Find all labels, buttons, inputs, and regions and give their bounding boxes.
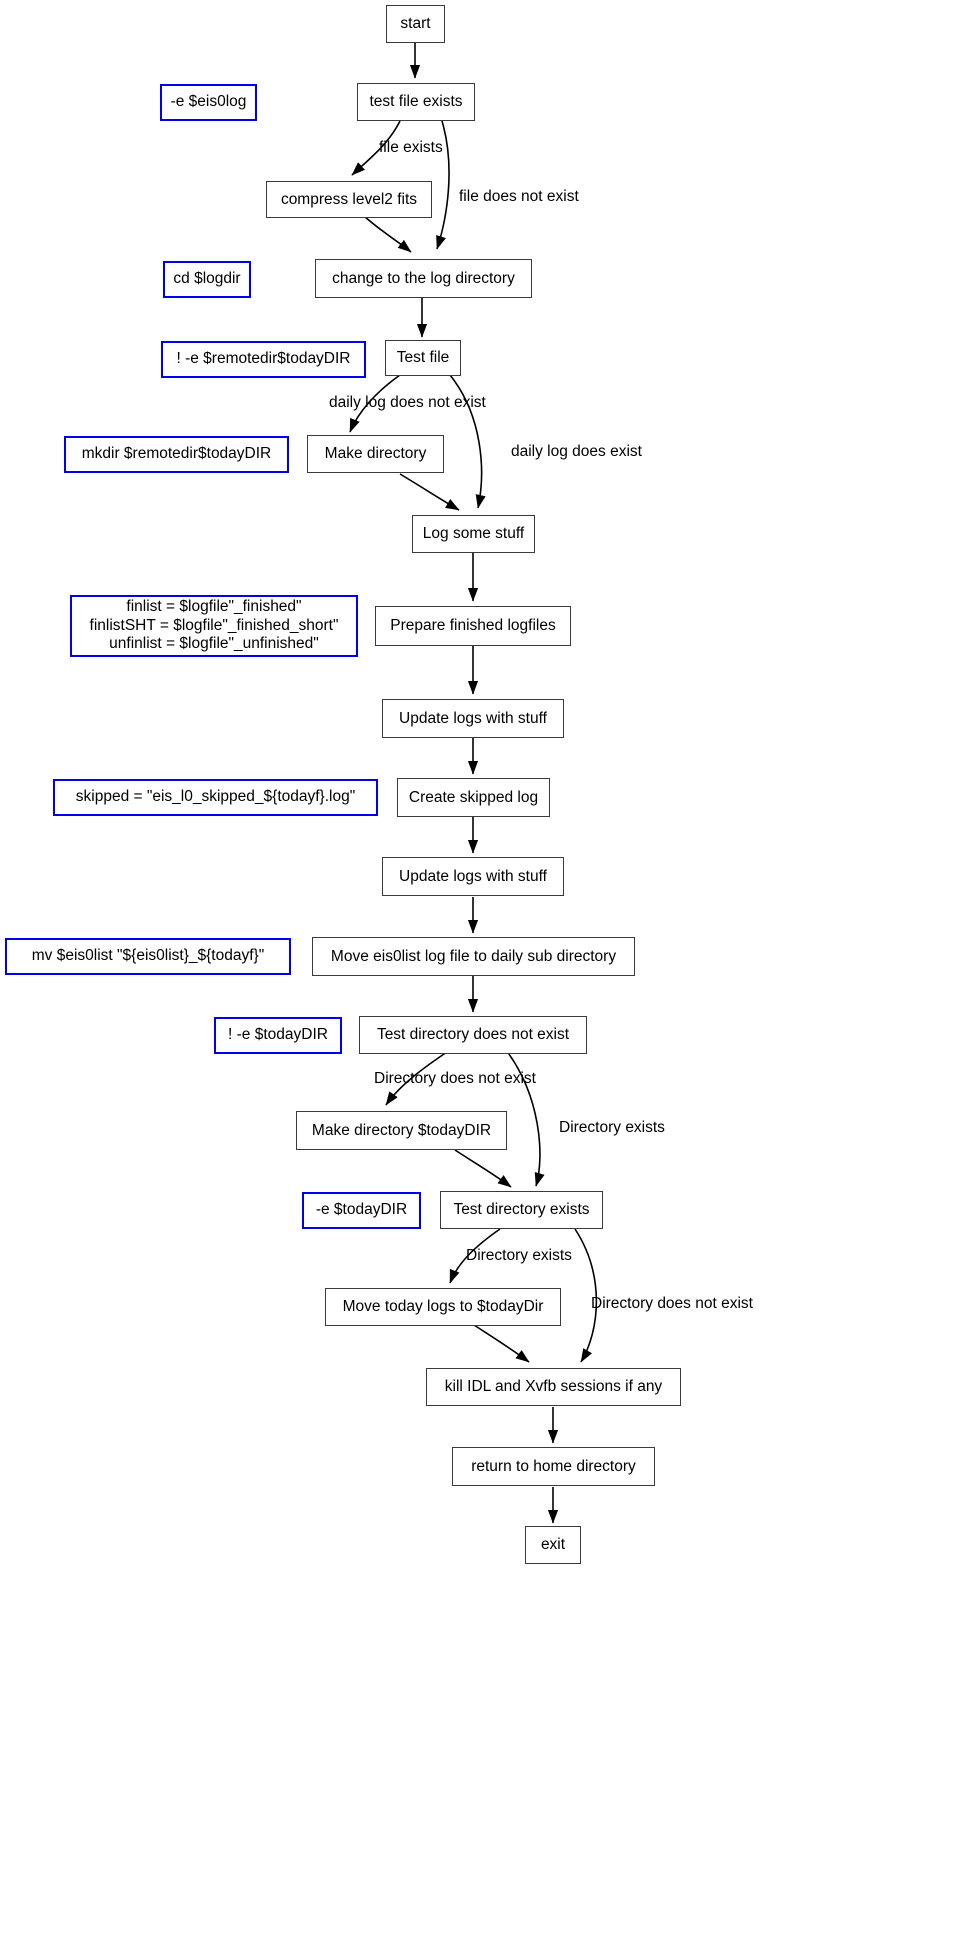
edge-label-daily-log-does-not-exist: daily log does not exist (329, 394, 486, 411)
node-move-eis0list-log-file[interactable]: Move eis0list log file to daily sub dire… (312, 937, 635, 976)
node-move-today-logs[interactable]: Move today logs to $todayDir (325, 1288, 561, 1326)
edge-label-directory-does-not-exist-1: Directory does not exist (374, 1070, 536, 1087)
edge-label-file-exists: file exists (379, 139, 443, 156)
node-make-directory-todaydir[interactable]: Make directory $todayDIR (296, 1111, 507, 1150)
note-mkdir-remotedir-todaydir: mkdir $remotedir$todayDIR (64, 436, 289, 473)
note-eis0log: -e $eis0log (160, 84, 257, 121)
node-update-logs-with-stuff-2[interactable]: Update logs with stuff (382, 857, 564, 896)
node-kill-idl-xvfb[interactable]: kill IDL and Xvfb sessions if any (426, 1368, 681, 1406)
node-start[interactable]: start (386, 5, 445, 43)
edge-label-directory-does-not-exist-2: Directory does not exist (591, 1295, 753, 1312)
node-update-logs-with-stuff-1[interactable]: Update logs with stuff (382, 699, 564, 738)
note-mv-eis0list: mv $eis0list "${eis0list}_${todayf}" (5, 938, 291, 975)
edge-label-directory-exists-2: Directory exists (466, 1247, 572, 1264)
node-prepare-finished-logfiles[interactable]: Prepare finished logfiles (375, 606, 571, 646)
node-return-to-home-directory[interactable]: return to home directory (452, 1447, 655, 1486)
node-exit[interactable]: exit (525, 1526, 581, 1564)
edge-label-file-does-not-exist: file does not exist (459, 188, 579, 205)
node-test-directory-exists[interactable]: Test directory exists (440, 1191, 603, 1229)
note-skipped-logname: skipped = "eis_l0_skipped_${todayf}.log" (53, 779, 378, 816)
edge-label-daily-log-does-exist: daily log does exist (511, 443, 642, 460)
note-finlist-definitions: finlist = $logfile"_finished" finlistSHT… (70, 595, 358, 657)
node-log-some-stuff[interactable]: Log some stuff (412, 515, 535, 553)
note-test-remotedir-todaydir: ! -e $remotedir$todayDIR (161, 341, 366, 378)
node-create-skipped-log[interactable]: Create skipped log (397, 778, 550, 817)
node-make-directory[interactable]: Make directory (307, 435, 444, 473)
node-test-file[interactable]: Test file (385, 340, 461, 376)
note-test-todaydir-not-exist: ! -e $todayDIR (214, 1017, 342, 1054)
edge-label-directory-exists-1: Directory exists (559, 1119, 665, 1136)
node-change-to-log-directory[interactable]: change to the log directory (315, 259, 532, 298)
node-test-file-exists[interactable]: test file exists (357, 83, 475, 121)
note-test-todaydir-exists: -e $todayDIR (302, 1192, 421, 1229)
note-cd-logdir: cd $logdir (163, 261, 251, 298)
node-compress-level2-fits[interactable]: compress level2 fits (266, 181, 432, 218)
node-test-directory-does-not-exist[interactable]: Test directory does not exist (359, 1016, 587, 1054)
